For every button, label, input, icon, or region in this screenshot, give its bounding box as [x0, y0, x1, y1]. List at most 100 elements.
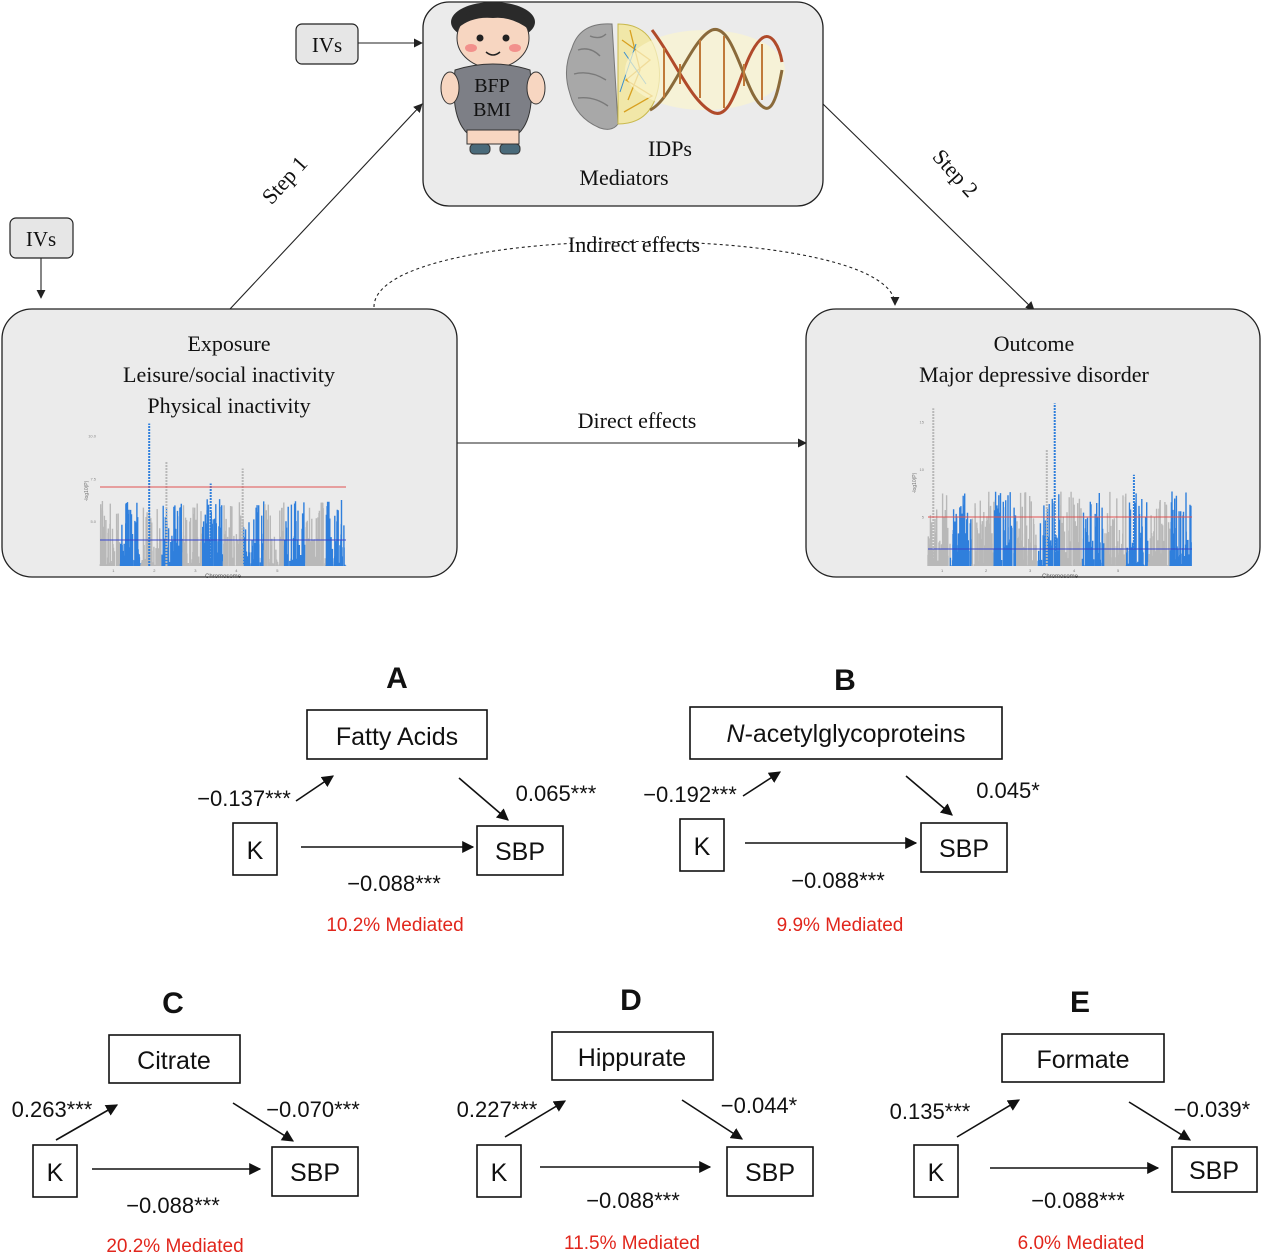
- manhattan-chromosome-column: [242, 501, 265, 566]
- b-path-arrow-d: [681, 1099, 744, 1140]
- mediator-label-b: N-acetylglycoproteins: [727, 720, 966, 748]
- manhattan-chromosome-column: [1081, 493, 1105, 566]
- manhattan-x-tick: 1: [941, 568, 944, 573]
- k-box-e: [913, 1144, 959, 1198]
- manhattan-y-tick: 5.0: [90, 519, 96, 524]
- person-icon: [440, 2, 546, 155]
- a-coef-e: 0.135***: [890, 1099, 971, 1124]
- b-coef-e: −0.039*: [1174, 1097, 1251, 1122]
- panel-d: D Hippurate K SBP 0.227*** −0.044* −0.08…: [457, 984, 814, 1254]
- exposure-line1: Leisure/social inactivity: [123, 362, 335, 387]
- a-coef-d: 0.227***: [457, 1097, 538, 1122]
- a-coef-b: −0.192***: [643, 782, 737, 807]
- mediator-box-a: [306, 709, 488, 760]
- manhattan-chromosome-column: [222, 502, 244, 566]
- top-diagram: BFP BMI IDPs Mediators IVs IVs Step 1: [1, 1, 1261, 580]
- panel-letter-e: E: [1070, 986, 1090, 1019]
- a-path-arrow-a: [295, 775, 334, 802]
- k-label-e: K: [928, 1159, 945, 1187]
- c-coef-a: −0.088***: [347, 871, 441, 896]
- outcome-line1: Major depressive disorder: [919, 362, 1149, 387]
- sbp-label-e: SBP: [1189, 1157, 1239, 1185]
- manhattan-x-tick: 2: [153, 568, 156, 573]
- a-path-arrow-e: [956, 1099, 1021, 1138]
- manhattan-y-label: -log10(P): [912, 472, 918, 493]
- manhattan-x-label: Chromosome: [205, 574, 242, 580]
- sbp-box-c: [271, 1146, 359, 1197]
- mediated-pct-c: 20.2% Mediated: [106, 1236, 243, 1257]
- k-box-c: [32, 1144, 78, 1198]
- manhattan-y-label: -log10(P): [84, 480, 90, 501]
- mediator-box-d: [551, 1031, 714, 1081]
- manhattan-chromosome-column: [283, 501, 306, 566]
- b-path-arrow-e: [1128, 1101, 1192, 1141]
- mediators-label: Mediators: [579, 165, 668, 190]
- bmi-label: BMI: [473, 99, 511, 121]
- mediator-label-b-rest: -acetylglycoproteins: [745, 720, 966, 748]
- b-coef-d: −0.044*: [721, 1093, 798, 1118]
- iv-label-left: IVs: [26, 227, 56, 251]
- manhattan-x-tick: 4: [235, 568, 238, 573]
- panel-a: A Fatty Acids K SBP −0.137*** 0.065*** −…: [197, 662, 597, 936]
- panel-c: C Citrate K SBP 0.263*** −0.070*** −0.08…: [12, 987, 361, 1257]
- sbp-label-a: SBP: [495, 838, 545, 866]
- k-label-b: K: [694, 833, 711, 861]
- exposure-title: Exposure: [187, 331, 270, 356]
- manhattan-x-tick: 2: [985, 568, 988, 573]
- panel-letter-b: B: [834, 664, 856, 697]
- sbp-label-d: SBP: [745, 1159, 795, 1187]
- sbp-label-c: SBP: [290, 1159, 340, 1187]
- panel-letter-a: A: [386, 662, 408, 695]
- manhattan-chromosome-column: [949, 493, 972, 566]
- dna-icon: [625, 28, 785, 115]
- manhattan-chromosome-column: [119, 502, 142, 566]
- k-box-d: [476, 1144, 522, 1198]
- manhattan-x-label: Chromosome: [1042, 574, 1079, 580]
- manhattan-chromosome-column: [325, 500, 347, 566]
- panel-e: E Formate K SBP 0.135*** −0.039* −0.088*…: [890, 986, 1258, 1254]
- manhattan-y-tick: 15: [920, 420, 925, 425]
- manhattan-x-tick: 5: [276, 568, 279, 573]
- mediated-pct-d: 11.5% Mediated: [564, 1233, 700, 1254]
- manhattan-chromosome-column: [1016, 492, 1038, 566]
- bfp-label: BFP: [474, 75, 510, 97]
- k-box-b: [679, 818, 725, 872]
- b-coef-a: 0.065***: [516, 781, 597, 806]
- a-path-arrow-c: [55, 1104, 119, 1141]
- sbp-box-b: [920, 822, 1008, 873]
- a-path-arrow-d: [504, 1100, 567, 1138]
- k-label-d: K: [491, 1159, 508, 1187]
- manhattan-y-tick: 7.5: [90, 476, 96, 481]
- sbp-box-a: [476, 825, 564, 876]
- mediator-label-b-italic: N: [727, 720, 746, 748]
- step2-label: Step 2: [928, 144, 984, 202]
- manhattan-y-tick: 5: [922, 515, 925, 520]
- mediator-label-a: Fatty Acids: [336, 723, 458, 751]
- mediator-label-e: Formate: [1036, 1046, 1129, 1074]
- mediator-box-e: [1001, 1033, 1165, 1083]
- c-coef-b: −0.088***: [791, 868, 885, 893]
- b-path-arrow-b: [905, 775, 953, 816]
- exposure-line2: Physical inactivity: [147, 393, 310, 418]
- manhattan-y-tick: 10.0: [88, 433, 97, 438]
- step1-arrow: [229, 103, 423, 310]
- manhattan-chromosome-column: [202, 499, 224, 566]
- panel-letter-d: D: [620, 984, 642, 1017]
- c-coef-d: −0.088***: [586, 1188, 680, 1213]
- panel-b: B N-acetylglycoproteins K SBP −0.192*** …: [643, 664, 1040, 936]
- mediated-pct-b: 9.9% Mediated: [777, 915, 904, 936]
- sbp-box-d: [726, 1146, 814, 1197]
- sbp-box-e: [1171, 1146, 1258, 1193]
- mediator-box-b: [689, 706, 1003, 760]
- indirect-label: Indirect effects: [568, 232, 700, 257]
- manhattan-x-tick: 3: [194, 568, 197, 573]
- c-coef-e: −0.088***: [1031, 1188, 1125, 1213]
- manhattan-chromosome-column: [927, 493, 951, 566]
- sbp-label-b: SBP: [939, 835, 989, 863]
- a-coef-a: −0.137***: [197, 786, 291, 811]
- manhattan-x-tick: 4: [1073, 568, 1076, 573]
- iv-label-top: IVs: [312, 33, 342, 57]
- manhattan-x-tick: 3: [1029, 568, 1032, 573]
